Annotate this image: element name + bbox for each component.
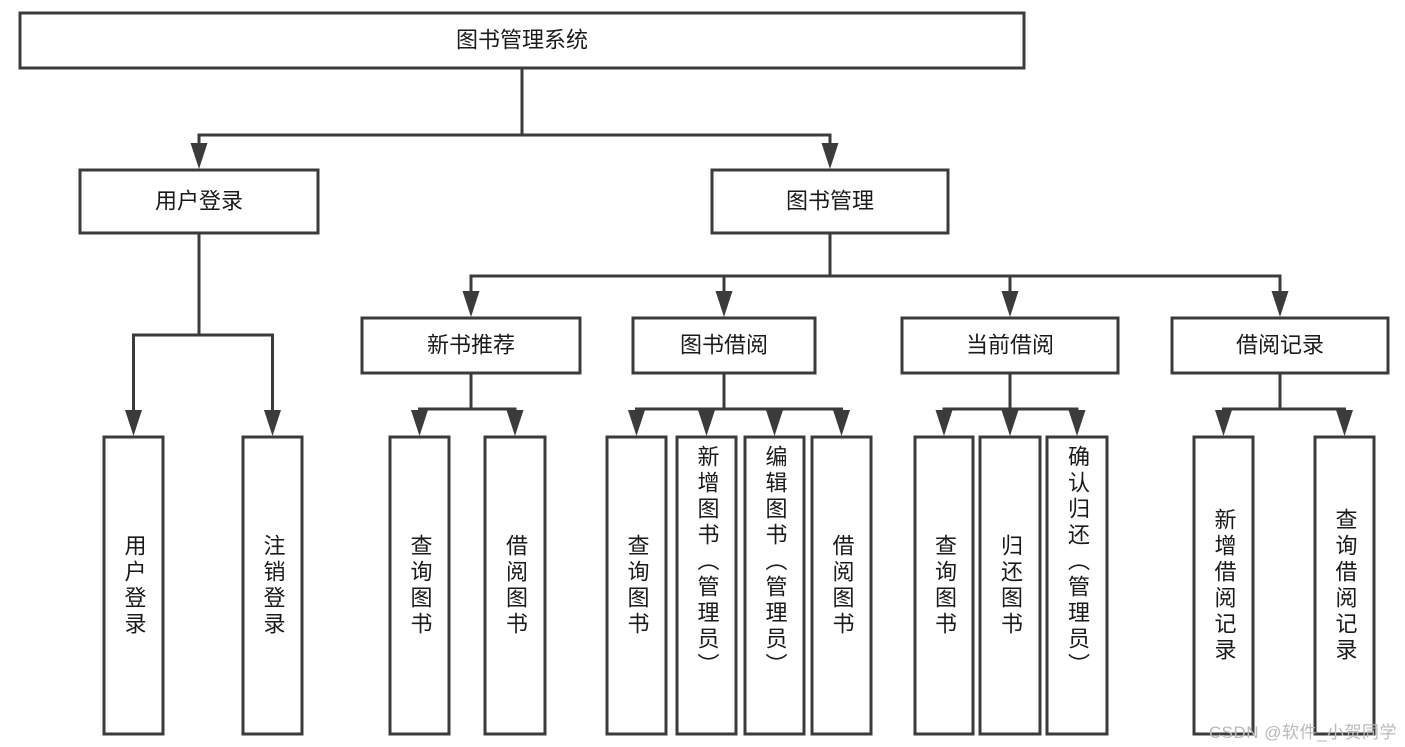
node-box-leaf-query-book [605,435,668,736]
arrow-head-icon [190,143,208,169]
node-label-current-borrow: 当前借阅 [966,332,1054,357]
node-label-book-borrow: 图书借阅 [680,332,768,357]
arrow-head-icon [1215,410,1232,436]
arrow-head-icon [935,410,953,436]
connector-group-new-book-rec [411,371,524,436]
node-box-layer [18,11,1390,736]
arrow-head-icon [698,410,715,436]
connector-group-current-borrow [935,371,1086,436]
node-label-borrow-record: 借阅记录 [1236,332,1324,357]
node-box-leaf-add-record [1192,435,1255,736]
arrow-head-icon [628,410,645,436]
node-box-user-login [78,168,320,235]
connector-group-user-login [125,231,281,436]
arrow-head-icon [715,291,733,317]
node-box-leaf-confirm-return [1045,435,1109,736]
node-box-leaf-edit-book [743,435,806,736]
arrow-head-icon [462,291,480,317]
arrow-head-icon [833,410,850,436]
node-box-book-borrow [631,316,817,375]
node-box-leaf-logout [241,435,304,736]
node-box-leaf-query-record [1313,435,1376,736]
arrow-head-icon [1336,410,1353,436]
arrow-head-icon [1068,410,1086,436]
node-box-leaf-borrow-book-rec [483,435,547,736]
node-box-leaf-user-login [102,435,165,736]
arrow-head-icon [821,143,839,169]
node-box-current-borrow [900,316,1120,375]
connector-group-borrow-record [1215,371,1353,436]
node-label-new-book-rec: 新书推荐 [427,332,515,357]
node-box-leaf-return-book [978,435,1042,736]
arrow-head-icon [506,410,524,436]
connector-layer [125,66,1353,436]
node-box-borrow-record [1170,316,1390,375]
node-label-root: 图书管理系统 [456,27,588,52]
node-label-user-login: 用户登录 [155,188,243,213]
node-box-new-book-rec [360,316,582,375]
node-box-leaf-query-book-rec [388,435,451,736]
node-box-leaf-query-book-cur [913,435,975,736]
node-label-book-manage: 图书管理 [786,188,874,213]
arrow-head-icon [411,410,428,436]
node-box-leaf-borrow-book [810,435,873,736]
connector-group-root [190,66,839,169]
arrow-head-icon [1001,410,1019,436]
arrow-head-icon [264,410,281,436]
arrow-head-icon [125,410,142,436]
node-box-leaf-add-book [675,435,738,736]
arrow-head-icon [1001,291,1019,317]
arrow-head-icon [1271,291,1289,317]
node-box-book-manage [710,168,950,235]
node-box-root [18,11,1026,70]
arrow-head-icon [766,410,783,436]
connector-group-book-manage [462,231,1289,317]
connector-group-book-borrow [628,371,850,436]
